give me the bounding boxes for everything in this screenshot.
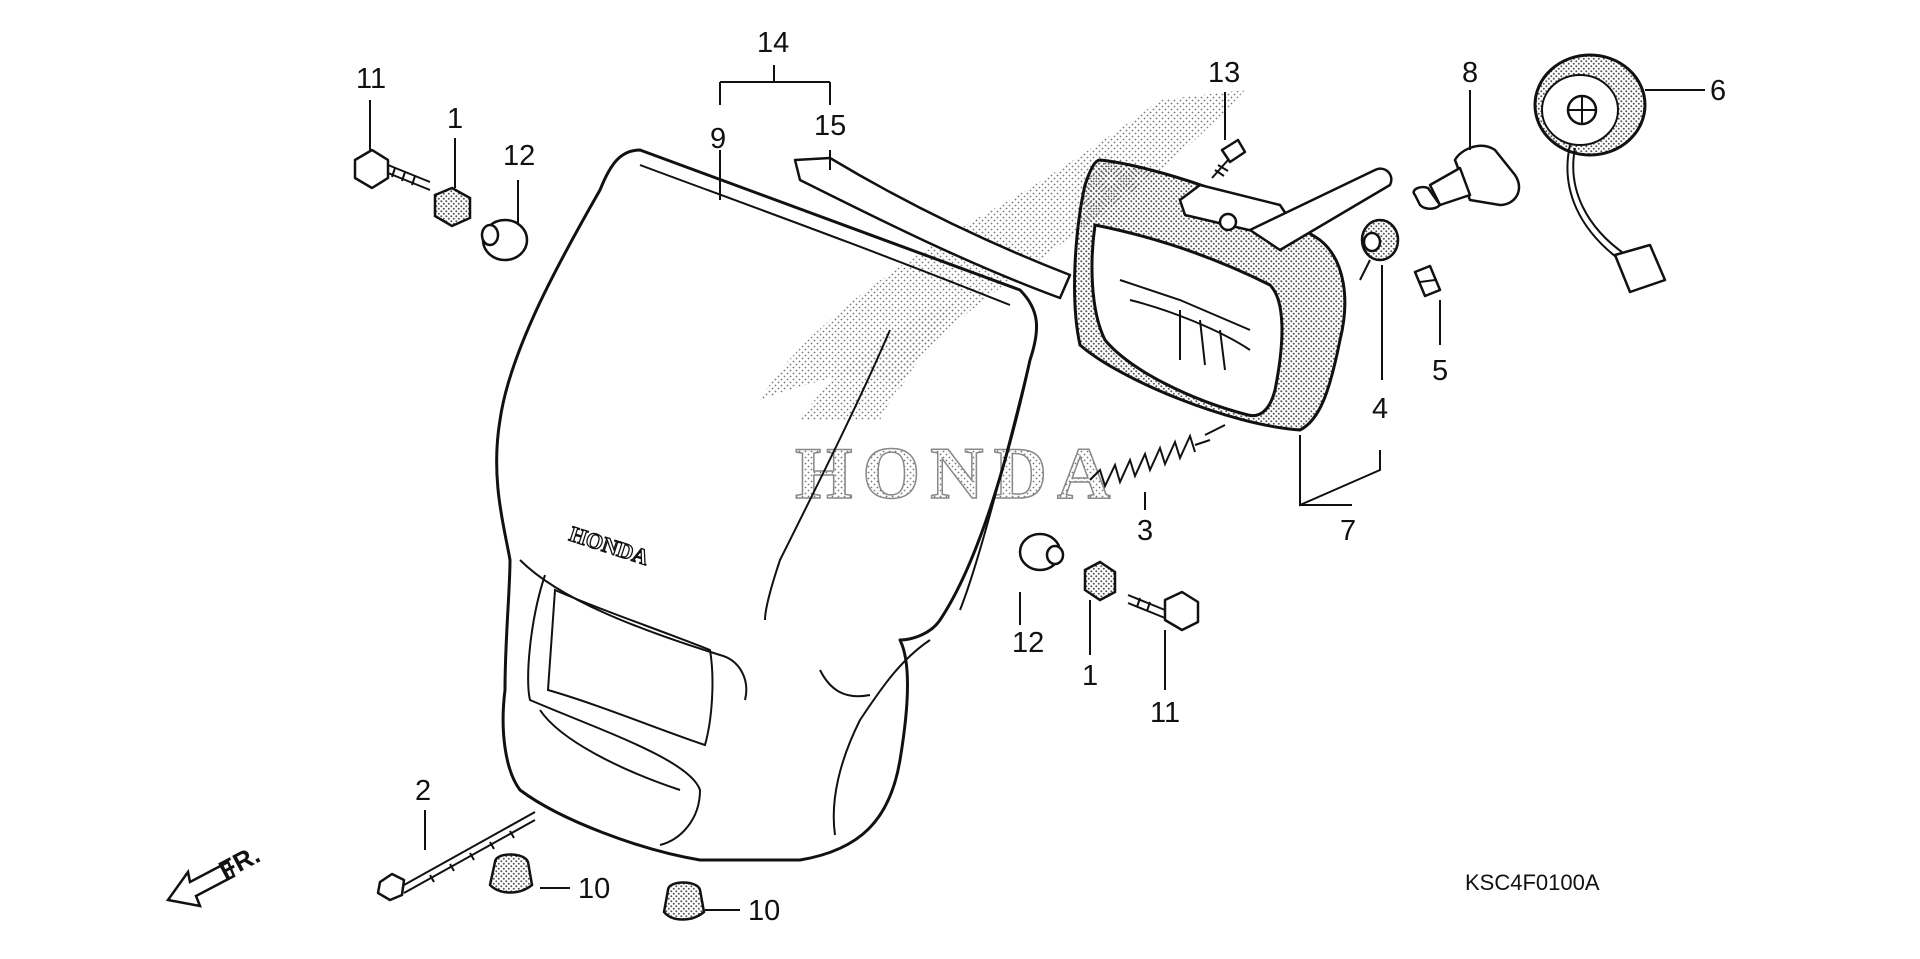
screw-13 (1211, 138, 1247, 179)
bolt-11-right (1127, 590, 1200, 632)
cowl-window (546, 588, 714, 747)
callout-12-top-left: 12 (503, 140, 535, 172)
rubber-grommet-4 (1360, 218, 1400, 262)
callout-8: 8 (1462, 57, 1478, 89)
cowl-brand-text: HONDA (566, 521, 652, 570)
callout-10-left: 10 (578, 873, 610, 905)
callout-2: 2 (415, 775, 431, 807)
spring-3 (1089, 433, 1211, 489)
callout-1-top-left: 1 (447, 103, 463, 135)
grommet-12-left (480, 218, 529, 262)
long-bolt-2 (376, 811, 536, 902)
callout-9: 9 (710, 123, 726, 155)
seal-strip (793, 156, 1072, 300)
callout-3: 3 (1137, 515, 1153, 547)
leader-lines (369, 65, 1705, 911)
headlight-lens (1090, 223, 1284, 418)
callout-6: 6 (1710, 75, 1726, 107)
grommet-10-right (662, 881, 706, 921)
callout-7: 7 (1340, 515, 1356, 547)
callout-4: 4 (1372, 393, 1388, 425)
callout-11-top-left: 11 (356, 63, 386, 95)
callout-15: 15 (814, 110, 846, 142)
callout-12-right: 12 (1012, 627, 1044, 659)
bulb-socket (1533, 53, 1667, 294)
headlight-bulb (1412, 144, 1521, 210)
callout-14: 14 (757, 27, 789, 59)
collar-1-left (433, 186, 472, 228)
arrow-left-down-icon (165, 860, 236, 908)
diagram-code: KSC4F0100A (1465, 870, 1600, 895)
front-direction-arrow: FR. (165, 839, 265, 908)
callout-11-right: 11 (1150, 697, 1180, 729)
cowl-outline (495, 148, 1039, 862)
callout-10-right: 10 (748, 895, 780, 927)
grommet-12-right (1018, 532, 1065, 572)
bolt-11-left (353, 148, 431, 191)
callouts: 11 1 12 14 9 15 13 8 6 5 4 3 7 12 1 11 2… (356, 27, 1726, 927)
collar-1-right (1083, 560, 1117, 602)
watermark-text: HONDA (795, 433, 1120, 515)
grommet-10-left (488, 853, 534, 894)
headlight-assembly (1073, 158, 1393, 432)
callout-1-right: 1 (1082, 660, 1098, 692)
callout-5: 5 (1432, 355, 1448, 387)
callout-13: 13 (1208, 57, 1240, 89)
